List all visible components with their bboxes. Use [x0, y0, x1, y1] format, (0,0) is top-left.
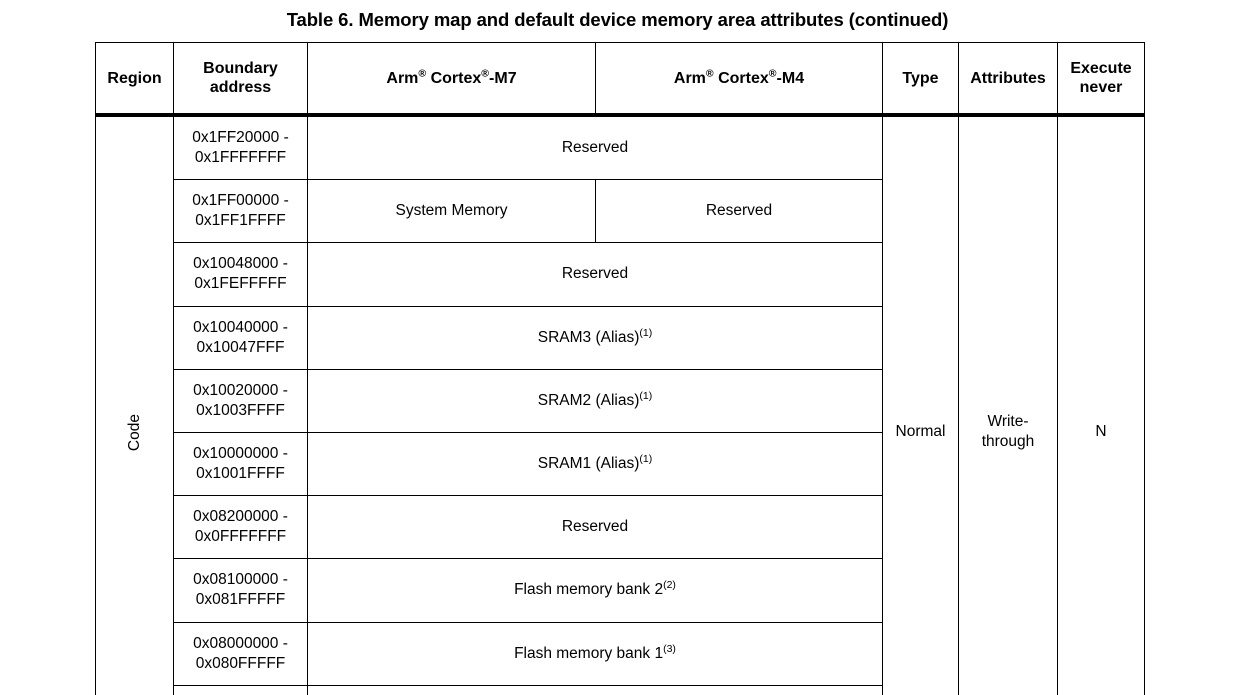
memory-area-cell: Reserved: [307, 114, 883, 181]
boundary-address-cell: 0x10020000 - 0x1003FFFF: [173, 368, 308, 433]
region-label: Code: [125, 413, 143, 451]
cortex-m7-mid: Cortex: [426, 69, 482, 87]
footnote-marker: (1): [639, 326, 653, 339]
cortex-m7-suffix: -M7: [489, 69, 517, 87]
registered-mark-icon: ®: [768, 67, 777, 80]
cortex-m4-mid: Cortex: [713, 69, 769, 87]
boundary-address-cell: 0x1FF00000 - 0x1FF1FFFF: [173, 179, 308, 244]
boundary-address-cell: 0x10000000 - 0x1001FFFF: [173, 431, 308, 497]
memory-area-label: Flash memory bank 1: [514, 644, 664, 662]
registered-mark-icon: ®: [705, 67, 714, 80]
region-cell-code: Code: [95, 114, 174, 695]
table-header: Region Boundary address Arm® Cortex®-M7 …: [95, 42, 1145, 117]
registered-mark-icon: ®: [418, 67, 427, 80]
memory-area-label: SRAM3 (Alias): [537, 328, 640, 346]
memory-area-cell: SRAM2 (Alias)(1): [307, 368, 883, 433]
boundary-address-cell: 0x1FF20000 - 0x1FFFFFFF: [173, 114, 308, 181]
page-title: Table 6. Memory map and default device m…: [286, 9, 949, 30]
footnote-marker: (1): [639, 452, 653, 465]
memory-area-cell: SRAM1 (Alias)(1): [307, 431, 883, 497]
footnote-marker: (1): [639, 389, 653, 402]
footnote-marker: (2): [663, 579, 676, 592]
memory-area-cell: Reserved: [307, 495, 883, 560]
header-row: Region Boundary address Arm® Cortex®-M7 …: [95, 42, 1145, 117]
boundary-address-cell: 0x10048000 - 0x1FEFFFFF: [173, 242, 308, 307]
memory-area-label: Flash memory bank 2: [514, 581, 664, 599]
table-row: 0x08200000 - 0x0FFFFFFF Reserved: [96, 495, 1145, 560]
memory-area-label: Reserved: [561, 139, 629, 157]
memory-area-cell: SRAM3 (Alias)(1): [307, 305, 883, 370]
footnote-marker: (3): [663, 642, 676, 655]
memory-area-label: Reserved: [561, 265, 629, 283]
column-header-type: Type: [882, 42, 959, 117]
column-header-region: Region: [95, 42, 174, 117]
memory-map-table: Region Boundary address Arm® Cortex®-M7 …: [95, 42, 1145, 695]
boundary-address-cell: 0x00010000 - 0x07FFFFFF: [173, 684, 308, 695]
memory-area-label: SRAM2 (Alias): [537, 391, 640, 409]
execute-never-cell: N: [1057, 114, 1145, 695]
column-header-execute-never: Execute never: [1057, 42, 1145, 117]
registered-mark-icon: ®: [481, 67, 490, 80]
table-row: 0x00010000 - 0x07FFFFFFReserved: [96, 684, 1145, 695]
boundary-address-cell: 0x08200000 - 0x0FFFFFFF: [173, 495, 308, 560]
memory-map-table-container: Region Boundary address Arm® Cortex®-M7 …: [95, 42, 1145, 695]
cortex-m4-suffix: -M4: [776, 69, 805, 87]
column-header-cortex-m4: Arm® Cortex®-M4: [595, 42, 883, 117]
memory-area-label: Reserved: [561, 518, 629, 536]
cortex-m7-prefix: Arm: [386, 69, 419, 87]
attributes-cell: Write-through: [958, 114, 1058, 695]
boundary-address-cell: 0x08000000 - 0x080FFFFF: [173, 621, 308, 686]
type-cell: Normal: [882, 114, 959, 695]
column-header-attributes: Attributes: [958, 42, 1058, 117]
memory-area-label: SRAM1 (Alias): [537, 455, 640, 473]
boundary-address-cell: 0x08100000 - 0x081FFFFF: [173, 558, 308, 623]
memory-area-cell: Flash memory bank 1(3): [307, 621, 883, 686]
memory-area-cell: Reserved: [307, 684, 883, 695]
table-row: 0x10048000 - 0x1FEFFFFF Reserved: [96, 242, 1145, 307]
column-header-cortex-m7: Arm® Cortex®-M7: [307, 42, 596, 117]
boundary-address-cell: 0x10040000 - 0x10047FFF: [173, 305, 308, 370]
memory-area-cell: Reserved: [307, 242, 883, 307]
memory-area-cell: Flash memory bank 2(2): [307, 558, 883, 623]
cortex-m7-cell: System Memory: [307, 179, 596, 244]
cortex-m4-prefix: Arm: [673, 69, 706, 87]
column-header-boundary-address: Boundary address: [173, 42, 308, 117]
cortex-m4-cell: Reserved: [595, 179, 883, 244]
